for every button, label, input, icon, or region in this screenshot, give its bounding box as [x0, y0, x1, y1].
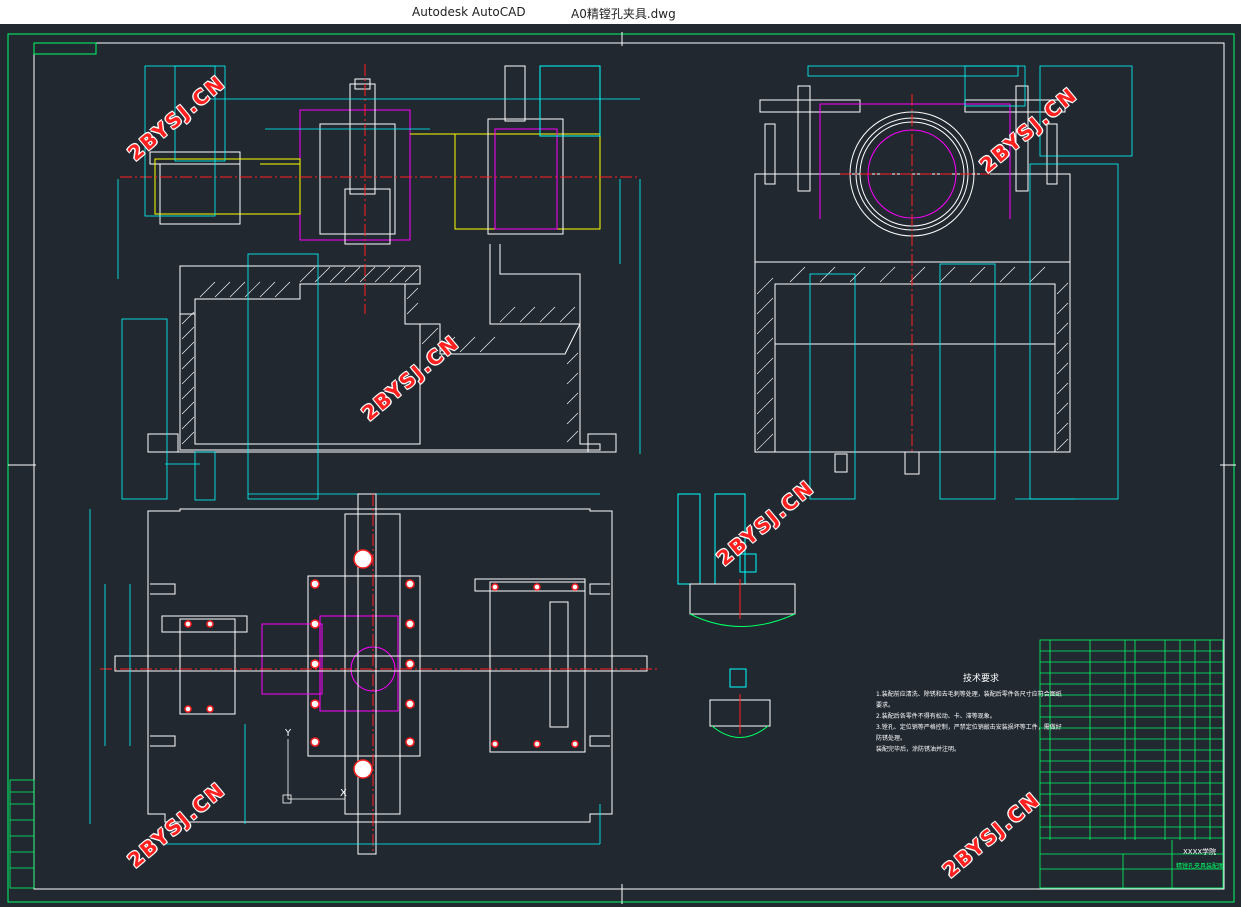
app-title: Autodesk AutoCAD — [412, 5, 526, 19]
top-view: Y X — [89, 493, 660, 855]
title-block-drawing-title: 精镗孔夹具装配图 — [1176, 863, 1225, 870]
drawing-number-box — [33, 42, 97, 55]
notes-line: 1.装配前应清洗、除锈和去毛刺等处理，装配后零件各尺寸应符合图纸要求。 — [876, 691, 1062, 709]
paper-outer-frame — [7, 33, 1235, 903]
detail-views — [677, 493, 796, 738]
svg-text:Y: Y — [284, 728, 292, 739]
title-bar: Autodesk AutoCAD A0精镗孔夹具.dwg — [0, 0, 1241, 24]
title-block-school: XXXX学院 — [1183, 848, 1217, 856]
paper-inner-frame — [33, 42, 1225, 890]
technical-notes: 技术要求 1.装配前应清洗、除锈和去毛刺等处理，装配后零件各尺寸应符合图纸要求。… — [876, 674, 1066, 755]
svg-text:X: X — [340, 788, 347, 799]
parts-list — [1039, 639, 1224, 889]
notes-line: 3.镗孔、定位销等严格控制，严禁定位销敲击安装损坏等工件，需做好防锈处理。 — [876, 724, 1062, 742]
notes-title: 技术要求 — [962, 674, 999, 684]
front-view — [117, 64, 641, 501]
notes-line: 装配完毕后，涂防锈油并注明。 — [876, 746, 961, 753]
side-view — [754, 65, 1133, 500]
file-name: A0精镗孔夹具.dwg — [571, 7, 676, 21]
side-stamp-column — [9, 779, 35, 889]
notes-line: 2.装配后各零件不得有松动、卡、滞等现象。 — [876, 713, 996, 720]
drawing-canvas[interactable]: Y X — [0, 24, 1241, 907]
cad-drawing: Y X — [7, 32, 1236, 904]
